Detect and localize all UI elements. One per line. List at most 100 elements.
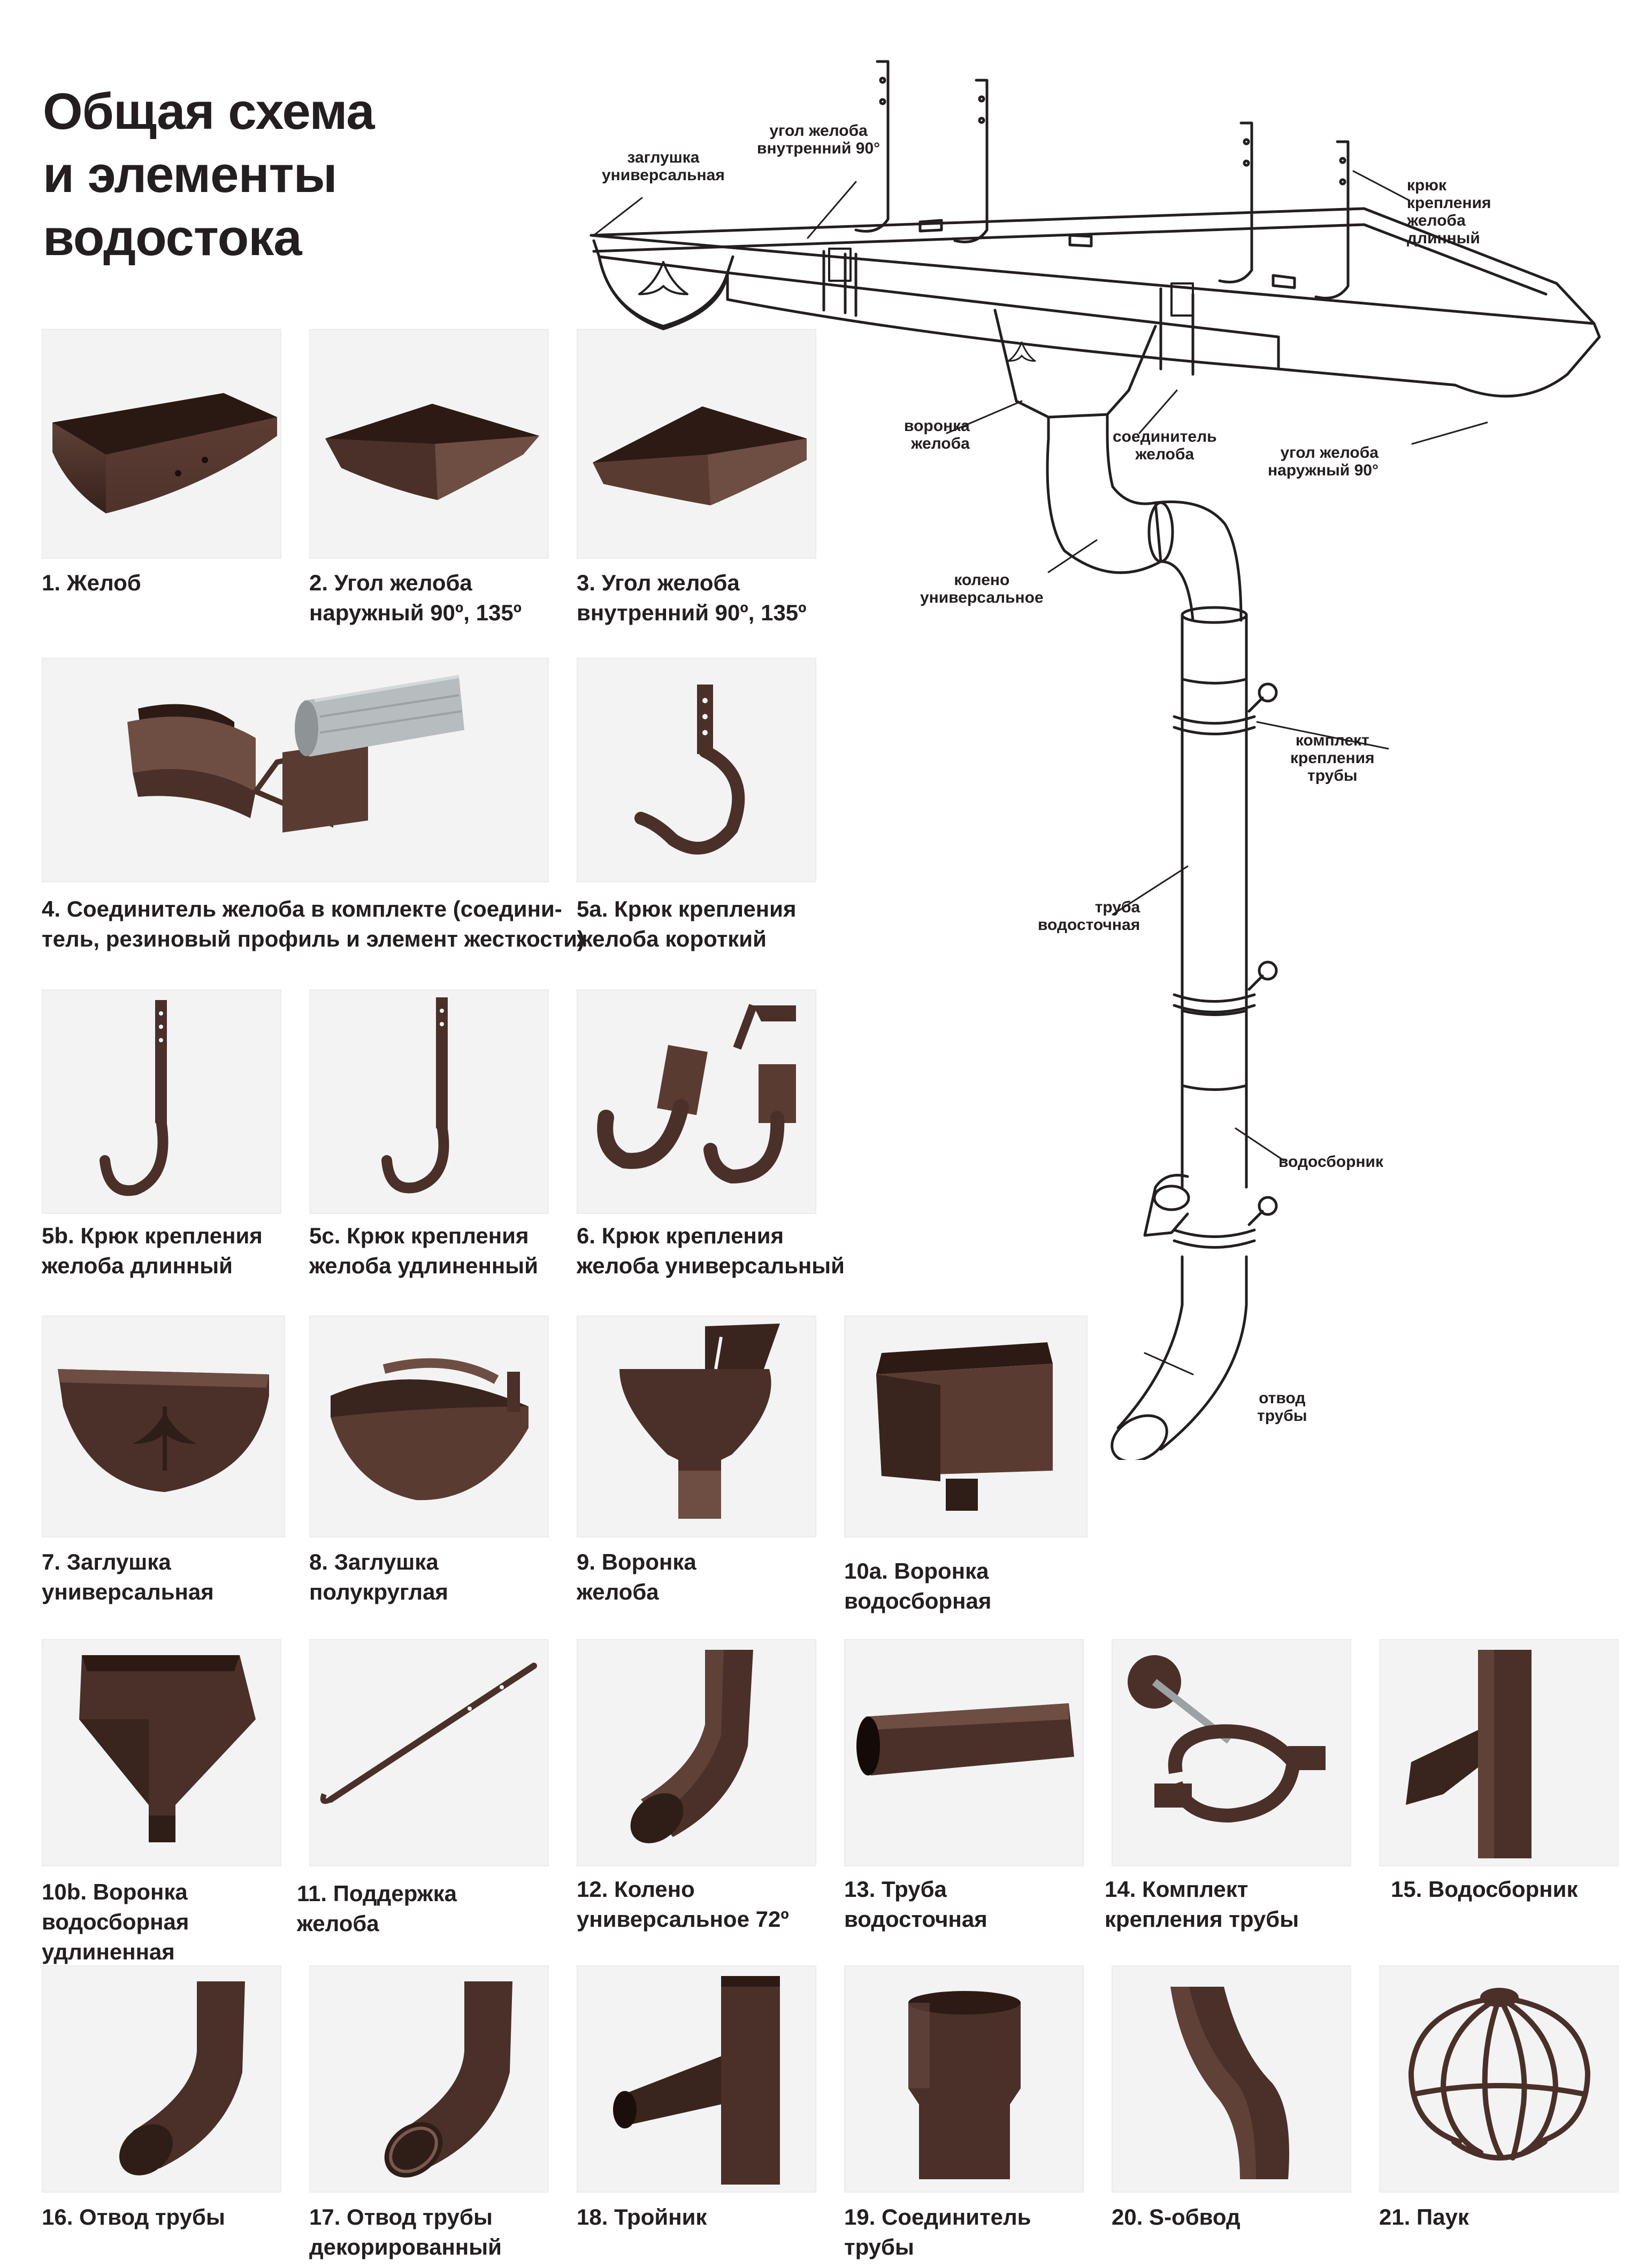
caption-line: желоба короткий [577, 926, 767, 951]
caption-line: 1. Желоб [42, 570, 141, 595]
label-outer-corner: угол желоба наружный 90° [1268, 444, 1379, 479]
caption-leaf-guard-spider: 21. Паук [1379, 2202, 1469, 2232]
label-collector: водосборник [1278, 1153, 1383, 1171]
product-card-connector-kit [42, 658, 549, 882]
caption-line: трубы [844, 2234, 914, 2259]
label-hook-long: крюк крепления желоба длинный [1407, 176, 1491, 247]
pipe-clamp-kit-icon [1128, 1655, 1326, 1823]
label-funnel: воронка желоба [904, 417, 970, 452]
caption-line: внутренний 90º, 135º [577, 600, 807, 625]
caption-line: 14. Комплект [1105, 1877, 1249, 1902]
caption-line: 2. Угол желоба [309, 570, 472, 595]
caption-gutter: 1. Желоб [42, 568, 141, 598]
caption-line: 7. Заглушка [42, 1549, 171, 1574]
product-card-water-collector [1379, 1639, 1619, 1866]
caption-decorative-pipe-outlet: 17. Отвод трубы декорированный [309, 2202, 502, 2262]
product-card-leaf-guard-spider [1379, 1965, 1619, 2193]
product-card-decorative-pipe-outlet [309, 1965, 549, 2193]
caption-line: 10a. Воронка [844, 1558, 989, 1583]
decorative-pipe-outlet-icon [384, 1981, 512, 2178]
caption-line: универсальное 72º [577, 1906, 789, 1932]
product-card-outer-corner [309, 329, 549, 559]
label-pipe-clamp: комплект крепления трубы [1290, 732, 1375, 785]
pipe-connector-icon [908, 1991, 1021, 2179]
tee-icon [613, 1976, 780, 2185]
caption-gutter-support: 11. Поддержка желоба [297, 1879, 457, 1939]
caption-universal-end-cap: 7. Заглушка универсальная [42, 1547, 214, 1607]
pipe-outlet-icon [119, 1981, 245, 2175]
product-card-inner-corner [577, 329, 816, 559]
caption-downpipe: 13. Труба водосточная [844, 1874, 987, 1934]
caption-line: универсальная [42, 1579, 214, 1604]
caption-line: желоба [577, 1579, 659, 1604]
caption-line: 11. Поддержка [297, 1881, 457, 1906]
product-card-elbow-72 [577, 1639, 816, 1866]
product-card-short-hook [577, 658, 816, 882]
caption-line: 17. Отвод трубы [309, 2204, 493, 2229]
caption-line: 5b. Крюк крепления [42, 1223, 263, 1248]
caption-universal-hook: 6. Крюк крепления желоба универсальный [577, 1221, 845, 1281]
caption-gutter-funnel: 9. Воронка желоба [577, 1547, 696, 1607]
caption-outer-corner: 2. Угол желоба наружный 90º, 135º [309, 568, 522, 628]
caption-line: желоба длинный [42, 1253, 233, 1278]
caption-line: 6. Крюк крепления [577, 1223, 784, 1248]
caption-line: 5c. Крюк крепления [309, 1223, 529, 1248]
caption-line: крепления трубы [1105, 1906, 1299, 1932]
gutter-icon [52, 393, 277, 513]
product-card-pipe-connector [844, 1965, 1084, 2193]
caption-extended-hook: 5c. Крюк крепления желоба удлиненный [309, 1221, 538, 1281]
caption-line: наружный 90º, 135º [309, 600, 522, 625]
caption-pipe-outlet: 16. Отвод трубы [42, 2202, 225, 2232]
caption-line: водосточная [844, 1906, 987, 1932]
product-card-extended-hook [309, 989, 549, 1214]
product-card-gutter-funnel [577, 1316, 816, 1537]
caption-line: полукруглая [309, 1579, 448, 1604]
product-card-gutter [42, 329, 281, 559]
caption-line: водосборная [42, 1909, 189, 1934]
caption-s-bend: 20. S-обвод [1112, 2202, 1241, 2232]
caption-line: 16. Отвод трубы [42, 2204, 225, 2229]
product-card-universal-hook [577, 989, 816, 1214]
product-card-gutter-support [309, 1639, 549, 1866]
diagram-downpipe [1181, 606, 1248, 1189]
caption-line: 20. S-обвод [1112, 2204, 1241, 2229]
caption-line: 19. Соединитель [844, 2204, 1031, 2229]
semicircular-end-cap-icon [331, 1358, 529, 1501]
label-cap-universal: заглушка универсальная [602, 149, 725, 184]
product-card-semicircular-end-cap [309, 1316, 549, 1537]
caption-inner-corner: 3. Угол желоба внутренний 90º, 135º [577, 568, 807, 628]
diagram-hooks [854, 60, 1350, 299]
product-card-pipe-clamp-kit [1112, 1639, 1351, 1866]
elbow-72-icon [630, 1650, 753, 1843]
caption-line: 18. Тройник [577, 2204, 707, 2229]
water-collector-icon [1406, 1650, 1532, 1858]
caption-short-hook: 5a. Крюк крепления желоба короткий [577, 894, 796, 954]
caption-line: тель, резиновый профиль и элемент жестко… [42, 926, 585, 951]
caption-line: 15. Водосборник [1391, 1877, 1578, 1902]
caption-line: 21. Паук [1379, 2204, 1469, 2229]
diagram-elbow [1046, 432, 1243, 622]
caption-line: 13. Труба [844, 1877, 947, 1902]
diagram-gutter [589, 207, 1601, 398]
short-hook-icon [634, 685, 745, 855]
caption-line: удлиненная [42, 1939, 175, 1964]
product-card-extended-collector-funnel [42, 1639, 281, 1866]
page-title-line: водостока [43, 209, 302, 266]
page-title-line: Общая схема [43, 83, 375, 140]
page-title: Общая схема и элементы водостока [43, 80, 375, 270]
diagram-outlet [1111, 1255, 1248, 1460]
label-inner-corner: угол желоба внутренний 90° [757, 122, 880, 157]
product-card-pipe-outlet [42, 1965, 281, 2193]
product-card-tee [577, 1965, 816, 2193]
caption-line: желоба универсальный [577, 1253, 845, 1278]
diagram-connectors [822, 219, 1296, 376]
label-elbow: колено универсальное [920, 571, 1044, 606]
caption-semicircular-end-cap: 8. Заглушка полукруглая [309, 1547, 448, 1607]
product-card-long-hook [42, 989, 281, 1214]
product-card-s-bend [1112, 1965, 1351, 2193]
caption-line: 4. Соединитель желоба в комплекте (соеди… [42, 896, 562, 921]
s-bend-icon [1170, 1987, 1289, 2179]
page-title-line: и элементы [43, 146, 338, 203]
caption-line: желоба [297, 1911, 379, 1936]
label-outlet: отвод трубы [1257, 1389, 1307, 1425]
